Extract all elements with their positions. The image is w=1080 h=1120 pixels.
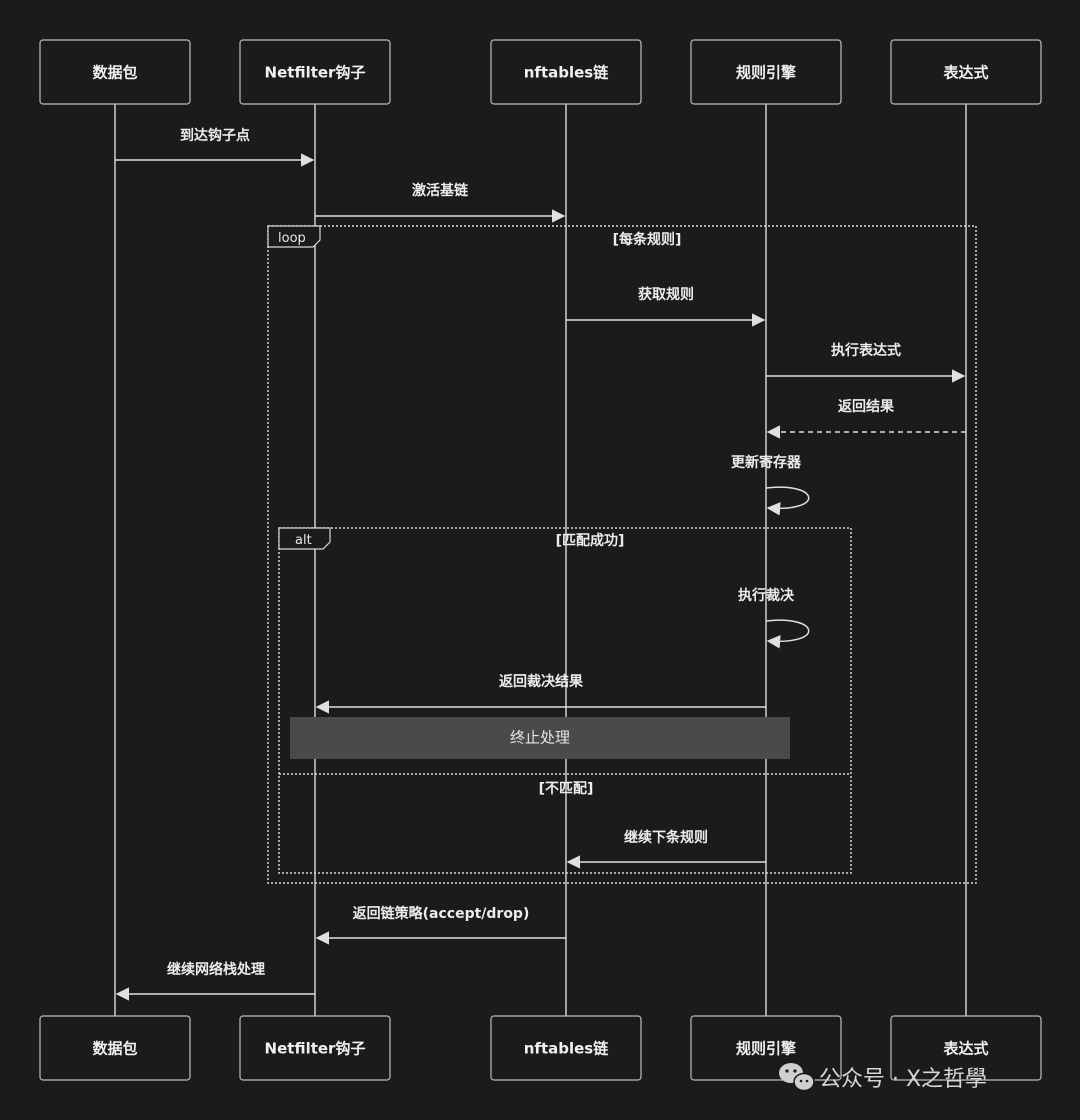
participant-label: 表达式 <box>943 1040 988 1058</box>
message-label: 继续网络栈处理 <box>167 961 265 978</box>
participant-label: nftables链 <box>524 64 609 82</box>
participants-top: 数据包 Netfilter钩子 nftables链 规则引擎 表达式 <box>39 39 1042 105</box>
loop-frame-condition: [每条规则] <box>613 231 682 248</box>
message-label: 执行裁决 <box>738 587 795 604</box>
participant-label: Netfilter钩子 <box>265 64 366 82</box>
message-label: 激活基链 <box>412 182 469 199</box>
watermark: 公众号 · X之哲學 <box>779 1063 987 1092</box>
loop-frame-kind: loop <box>278 231 306 246</box>
message-label: 到达钩子点 <box>180 127 250 144</box>
alt-frame-kind: alt <box>295 533 312 548</box>
message-label: 返回裁决结果 <box>499 673 584 690</box>
note-box <box>290 717 790 759</box>
note-text: 终止处理 <box>510 729 570 747</box>
watermark-text: 公众号 · X之哲學 <box>819 1067 987 1092</box>
participants-bottom: 数据包 Netfilter钩子 nftables链 规则引擎 表达式 <box>39 1015 1042 1081</box>
participant-label: 数据包 <box>92 64 137 82</box>
lifelines <box>114 104 967 1016</box>
alt-frame-border <box>278 527 852 874</box>
participant-engine-bottom: 规则引擎 <box>690 1015 842 1081</box>
participant-expr: 表达式 <box>890 39 1042 105</box>
note: 终止处理 <box>290 717 790 759</box>
messages: 到达钩子点 激活基链 获取规则 执行表达式 返回结果 更新寄存器 执行裁决 返回… <box>115 127 966 1001</box>
message-label: 返回链策略(accept/drop) <box>353 905 530 922</box>
participant-label: nftables链 <box>524 1040 609 1058</box>
participant-label: 数据包 <box>92 1040 137 1058</box>
participant-label: 规则引擎 <box>736 64 796 82</box>
alt-else-condition: [不匹配] <box>539 781 594 797</box>
loop-frame-border <box>267 225 977 884</box>
participant-label: 规则引擎 <box>736 1040 796 1058</box>
participant-nftables: nftables链 <box>490 39 642 105</box>
message-label: 执行表达式 <box>831 342 901 359</box>
message-label: 获取规则 <box>638 286 694 303</box>
loop-frame-tab <box>267 225 321 248</box>
participant-netfilter-bottom: Netfilter钩子 <box>239 1015 391 1081</box>
message-label: 返回结果 <box>838 398 895 415</box>
message-label: 继续下条规则 <box>624 829 708 846</box>
participant-packet-bottom: 数据包 <box>39 1015 191 1081</box>
self-message-arrow <box>765 486 810 516</box>
participant-label: Netfilter钩子 <box>265 1040 366 1058</box>
participant-expr-bottom: 表达式 <box>890 1015 1042 1081</box>
participant-label: 表达式 <box>943 64 988 82</box>
loop-frame: loop [每条规则] <box>267 225 977 884</box>
participant-netfilter: Netfilter钩子 <box>239 39 391 105</box>
self-message-arrow <box>765 619 810 649</box>
participant-engine: 规则引擎 <box>690 39 842 105</box>
alt-frame-condition: [匹配成功] <box>556 532 625 549</box>
alt-frame: alt [匹配成功] [不匹配] <box>278 527 852 874</box>
wechat-icon <box>779 1063 815 1092</box>
message-label: 更新寄存器 <box>731 454 802 471</box>
participant-packet: 数据包 <box>39 39 191 105</box>
alt-frame-tab <box>278 527 331 550</box>
participant-nftables-bottom: nftables链 <box>490 1015 642 1081</box>
